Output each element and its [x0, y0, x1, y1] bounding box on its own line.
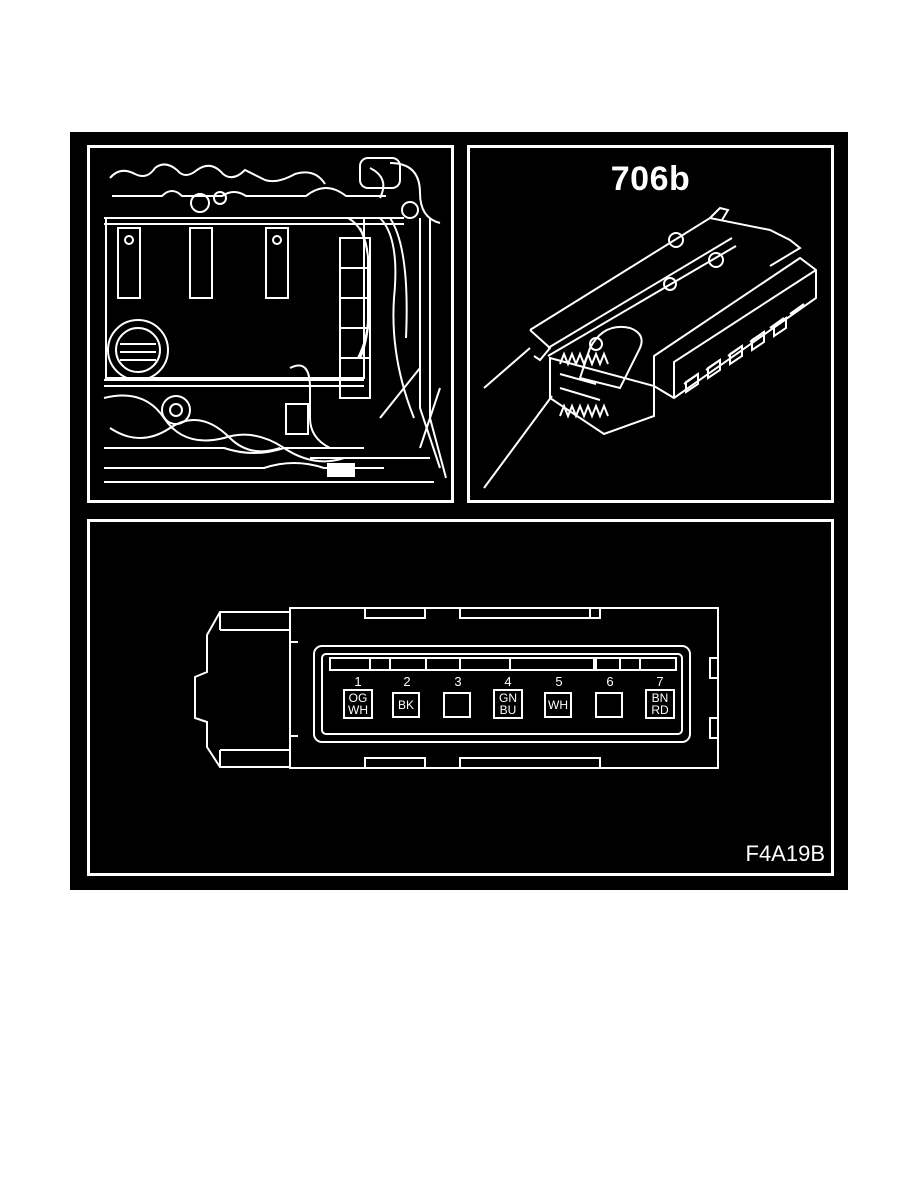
connector-label: 706b: [610, 160, 691, 198]
pin-7-color-2: RD: [651, 703, 669, 717]
pin-6: [595, 692, 623, 718]
pin-number-5: 5: [555, 674, 563, 689]
engine-location-panel: [87, 145, 454, 503]
pin-7-color-1: BN: [651, 691, 669, 705]
pin-1-color-2: WH: [348, 703, 368, 717]
engine-bay-illustration: [103, 157, 447, 483]
pin-number-7: 7: [656, 674, 664, 689]
pin-number-6: 6: [606, 674, 614, 689]
pin-2-color-1: BK: [397, 698, 414, 712]
pin-2: BK: [392, 692, 420, 718]
pin-number-4: 4: [504, 674, 512, 689]
connector-face-outline: [194, 607, 719, 769]
pin-number-1: 1: [354, 674, 362, 689]
pin-number-2: 2: [403, 674, 411, 689]
connector-figure: 706b: [70, 132, 848, 890]
figure-code: F4A19B: [745, 841, 826, 866]
pin-4-color-2: BU: [499, 703, 517, 717]
pin-number-3: 3: [454, 674, 462, 689]
connector-view-panel: 706b: [467, 145, 834, 503]
pin-5-color-1: WH: [548, 698, 568, 712]
pin-1-color-1: OG: [348, 691, 368, 705]
pin-5: WH: [544, 692, 572, 718]
pin-4-color-1: GN: [499, 691, 517, 705]
connector-perspective-illustration: [483, 206, 817, 489]
pin-3: [443, 692, 471, 718]
